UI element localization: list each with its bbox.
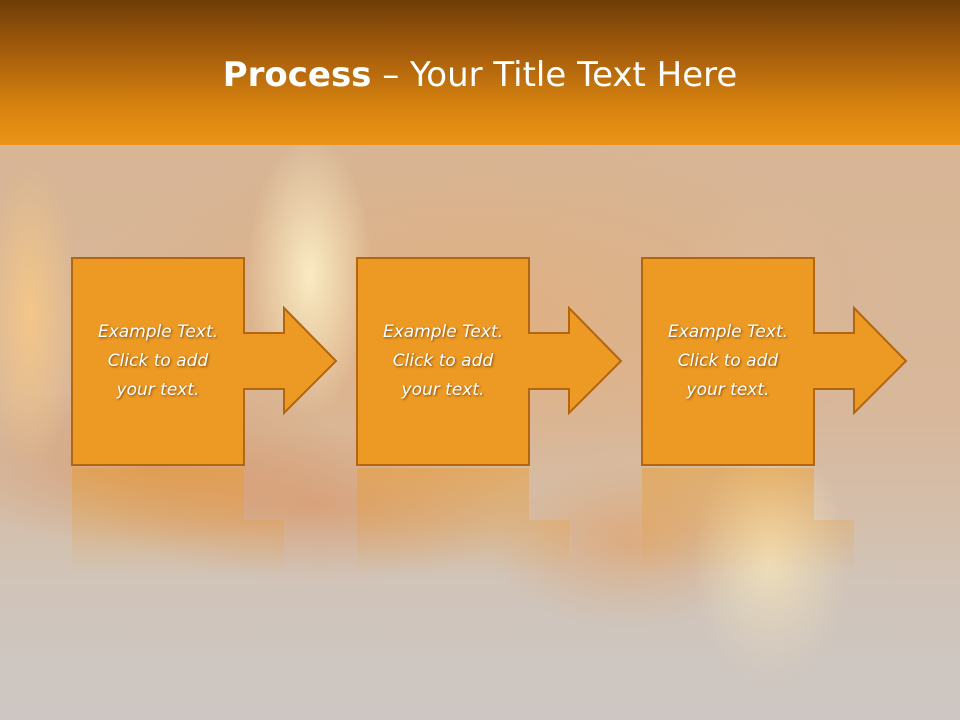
process-step-1-arrow [71, 257, 338, 466]
process-step-2-arrow [356, 257, 623, 466]
process-step-3-shape [641, 257, 908, 575]
process-step-3-arrow [641, 257, 908, 466]
process-step-2-shape [356, 257, 623, 575]
slide-title[interactable]: Process – Your Title Text Here [0, 52, 960, 98]
process-step-2-text[interactable]: Example Text. Click to add your text. [382, 322, 504, 400]
title-bar: Process – Your Title Text Here [0, 0, 960, 145]
process-step-1-reflection [72, 468, 284, 575]
process-step-3-text[interactable]: Example Text. Click to add your text. [667, 322, 789, 400]
title-rest: – Your Title Text Here [371, 55, 738, 95]
process-step-3-reflection [642, 468, 854, 575]
title-bold: Process [222, 55, 372, 95]
process-step-2-reflection [357, 468, 569, 575]
process-step-1-text[interactable]: Example Text. Click to add your text. [97, 322, 219, 400]
